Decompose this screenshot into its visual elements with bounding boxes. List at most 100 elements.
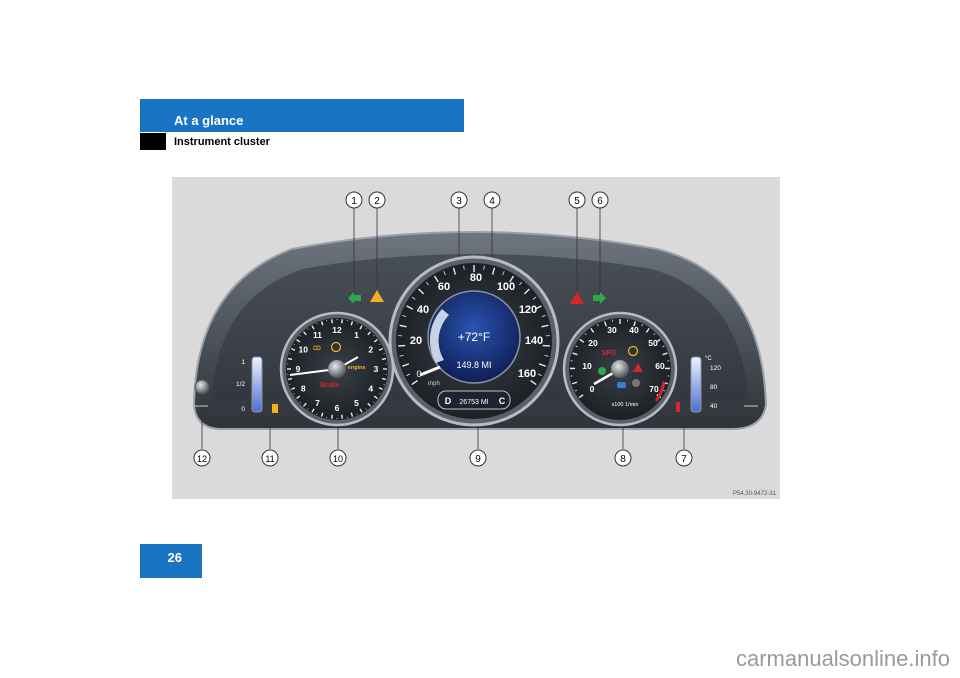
speed-tick [443,271,446,276]
callout-7: 7 [675,449,693,467]
clock-tick [381,357,387,361]
rpm-tick [645,327,650,333]
clock-numeral-10: 10 [298,345,308,355]
clock-tick [299,335,301,337]
speed-tick [502,271,505,276]
clock-tick [291,387,296,390]
fuel-reserve-icon [272,404,278,413]
multifunction-display [427,290,521,384]
speed-tick [402,363,410,367]
figure-reference-code: P54.30-9472-31 [733,491,777,497]
svg-text:1: 1 [351,196,357,207]
clock-tick [320,321,324,326]
rpm-tick [578,394,584,399]
tachometer: 0 10 20 30 40 50 60 70 SRS x100 1/min [562,311,678,427]
callout-1: 1 [345,191,363,209]
clock-numeral-5: 5 [354,398,359,408]
callout-12: 12 [193,449,211,467]
speed-tick [523,288,530,295]
rpm-tick [662,345,665,348]
clock-numeral-3: 3 [374,364,379,374]
clock-tick [373,335,375,337]
callout-11: 11 [261,449,279,467]
total-odometer: 26753 MI [459,399,488,406]
speed-tick [411,380,418,386]
speedometer: 20 40 60 80 100 120 140 160 0 mph +72°F … [388,255,560,427]
instrument-cluster-figure: 1 2 3 4 5 6 7 8 9 10 11 12 20 40 60 80 1… [172,177,780,499]
clock-tick [381,377,387,381]
warning-triangle-icon [370,290,384,302]
coolant-label-80: 80 [710,384,718,391]
speed-arc-indicator [429,309,449,363]
clock-tick [296,339,301,343]
clock-tick [359,408,363,413]
brake-wear-icon [330,341,342,353]
svg-text:12: 12 [197,454,207,464]
coolant-level-bar [690,356,702,413]
clock-tick [311,408,315,413]
fuel-label-full: 1 [241,359,245,366]
speedometer-ticks [398,265,550,386]
speed-label-40: 40 [417,304,429,316]
reset-knob [194,379,210,395]
rpm-unit: x100 1/min [612,402,639,408]
clock-numeral-2: 2 [368,345,373,355]
high-beam-icon [617,382,626,388]
callout-markers: 1 2 3 4 5 6 7 8 9 10 11 12 [193,191,693,467]
rpm-label-40: 40 [629,325,639,335]
rpm-tick [574,389,578,392]
speed-label-20: 20 [410,335,422,347]
brake-warning-label: Brake [320,382,340,389]
svg-text:9: 9 [475,454,481,465]
odometer-display [437,390,511,410]
clock-tick [307,408,309,410]
speed-label-60: 60 [438,281,450,293]
coolant-warning-icon [676,402,680,412]
tachometer-hub [611,360,629,378]
speed-tick [519,281,523,286]
rpm-label-70: 70 [649,384,659,394]
clock-hub [328,360,346,378]
callout-3: 3 [450,191,468,209]
speed-label-0: 0 [416,369,421,379]
callout-4: 4 [483,191,501,209]
clock-numeral-7: 7 [315,398,320,408]
rpm-tick [575,345,578,348]
speed-tick [452,267,457,275]
fuel-gauge: 1 1/2 0 [236,356,278,413]
rpm-label-60: 60 [655,361,665,371]
svg-text:10: 10 [333,454,343,464]
speed-tick [399,324,407,328]
speed-label-100: 100 [497,281,515,293]
outside-temperature: +72°F [458,330,490,344]
seatbelt-icon [633,363,643,372]
speed-tick [463,265,465,270]
speed-tick [532,296,537,300]
clock-tick [373,395,378,399]
clock-tick [367,402,371,407]
coolant-label-120: 120 [710,365,721,372]
left-turn-signal-icon [348,292,361,304]
callout-6: 6 [591,191,609,209]
clock-tick [373,401,375,403]
speed-label-80: 80 [470,272,482,284]
trip-odometer: 149.8 MI [456,360,491,370]
page-number: 26 [167,550,182,565]
rpm-tick [641,324,643,327]
clock-tick [350,412,354,417]
fog-lamp-icon [632,379,640,387]
rpm-label-30: 30 [607,325,617,335]
speed-tick [406,373,411,377]
speed-tick [483,265,485,270]
speed-label-160: 160 [518,368,536,380]
svg-text:7: 7 [681,454,687,465]
speed-label-140: 140 [525,335,543,347]
speed-tick [537,373,542,377]
cluster-illustration: 1 2 3 4 5 6 7 8 9 10 11 12 20 40 60 80 1… [192,191,777,497]
rpm-tick [572,352,578,356]
clock-numeral-11: 11 [313,330,322,340]
coolant-temperature-gauge: °C 120 80 40 [676,356,721,413]
clock-tick [287,357,293,361]
svg-text:6: 6 [597,196,603,207]
rpm-tick [590,327,595,333]
